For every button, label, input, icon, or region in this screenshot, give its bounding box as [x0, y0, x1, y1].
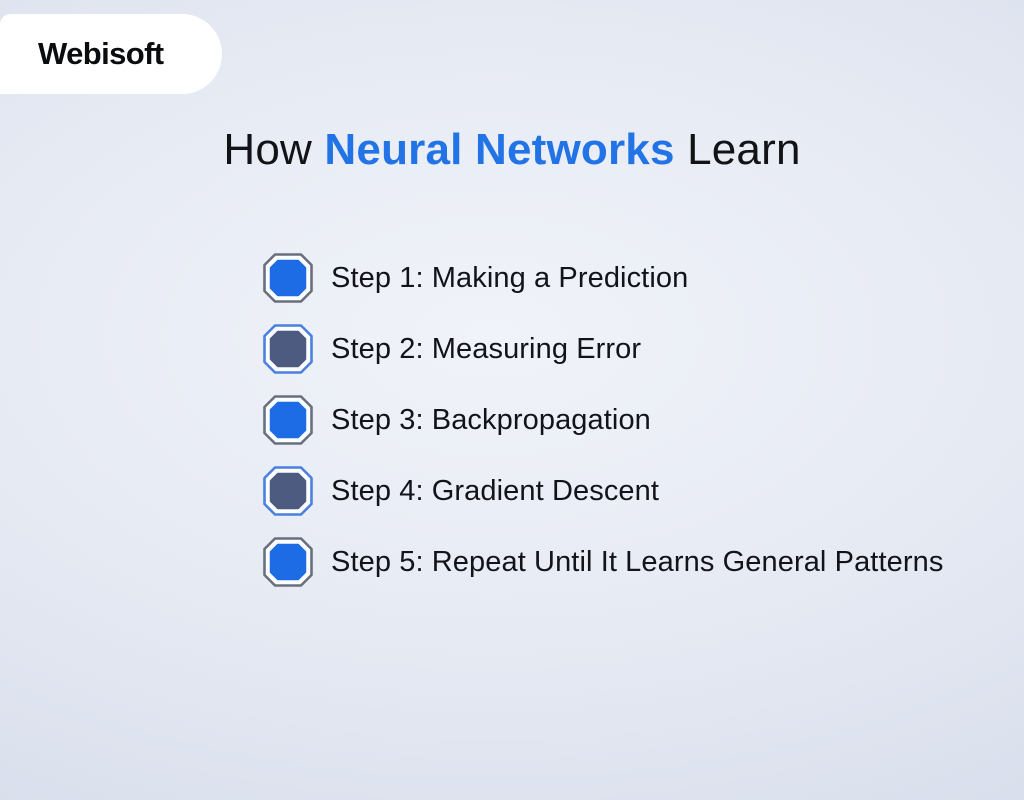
webisoft-logo-badge: Webisoft — [0, 14, 222, 94]
list-item-step-1: Step 1: Making a Prediction — [263, 253, 943, 303]
step-label: Step 2: Measuring Error — [331, 332, 642, 365]
step-label: Step 4: Gradient Descent — [331, 474, 660, 507]
list-item-step-4: Step 4: Gradient Descent — [263, 466, 943, 516]
page-title: How Neural Networks Learn — [0, 125, 1024, 174]
title-highlight: Neural Networks — [324, 125, 675, 174]
blue-square-icon — [263, 537, 313, 587]
title-suffix: Learn — [674, 125, 801, 174]
webisoft-logo: Webisoft — [38, 36, 164, 71]
step-label: Step 3: Backpropagation — [331, 403, 651, 436]
blue-square-icon — [263, 395, 313, 445]
list-item-step-2: Step 2: Measuring Error — [263, 324, 943, 374]
blue-square-icon — [263, 253, 313, 303]
slate-square-icon — [263, 466, 313, 516]
steps-list: Step 1: Making a Prediction Step 2: Meas… — [263, 253, 943, 587]
title-prefix: How — [223, 125, 325, 174]
step-label: Step 1: Making a Prediction — [331, 261, 689, 294]
step-label: Step 5: Repeat Until It Learns General P… — [331, 545, 944, 578]
slate-square-icon — [263, 324, 313, 374]
list-item-step-5: Step 5: Repeat Until It Learns General P… — [263, 537, 943, 587]
list-item-step-3: Step 3: Backpropagation — [263, 395, 943, 445]
